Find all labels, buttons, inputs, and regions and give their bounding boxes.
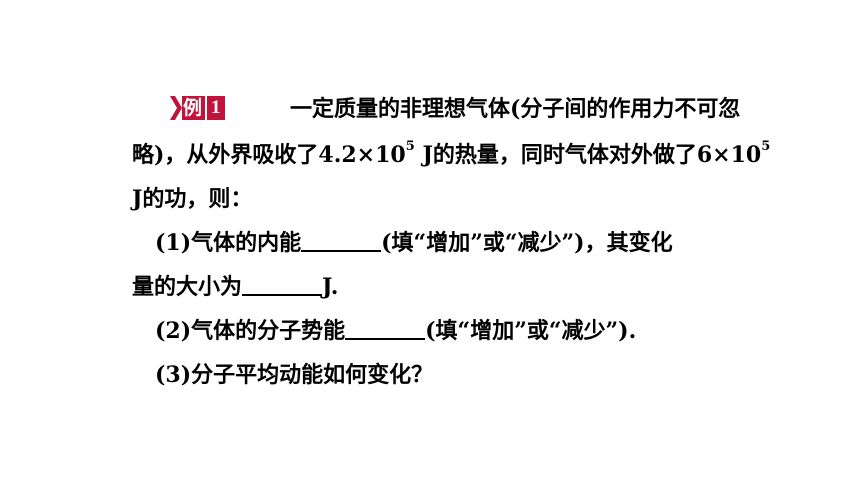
example-number: 1 bbox=[207, 96, 225, 120]
sub-question-3: (3)分子平均动能如何变化？ bbox=[155, 362, 434, 388]
sub-question-2: (2)气体的分子势能(填“增加”或“减少”). bbox=[155, 318, 637, 344]
question-line-2: 略)，从外界吸收了4.2×105 J的热量，同时气体对外做了6×105 bbox=[132, 138, 771, 168]
answer-blank-2[interactable] bbox=[242, 274, 323, 296]
example-badge: 例 1 bbox=[170, 96, 225, 120]
arrow-marker-icon bbox=[170, 96, 182, 120]
question-line-1: 一定质量的非理想气体(分子间的作用力不可忽 bbox=[290, 96, 741, 122]
answer-blank-1[interactable] bbox=[301, 230, 382, 252]
sub-question-1: (1)气体的内能(填“增加”或“减少”)，其变化 bbox=[155, 230, 673, 256]
answer-blank-3[interactable] bbox=[345, 318, 426, 340]
example-label: 例 bbox=[182, 96, 206, 120]
question-line-3: J的功，则： bbox=[132, 186, 253, 212]
